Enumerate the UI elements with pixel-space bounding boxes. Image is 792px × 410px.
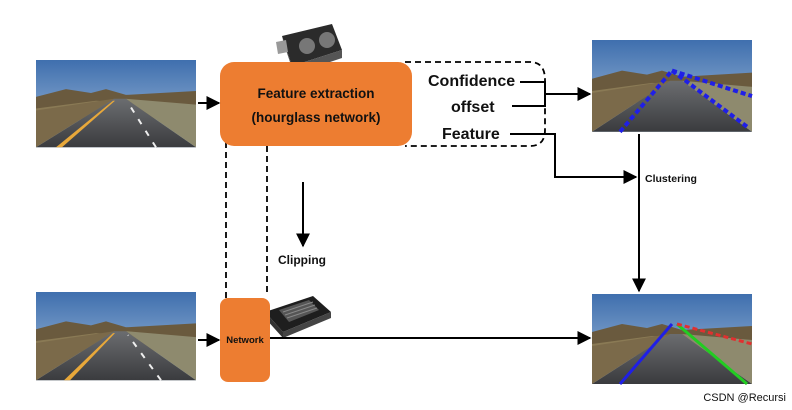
dashed-loop — [405, 61, 546, 147]
jetson-board-icon — [265, 296, 331, 338]
feature-label: Feature — [442, 126, 500, 143]
offset-label: offset — [451, 99, 495, 116]
bracket-confidence-offset — [512, 81, 546, 107]
input-road-image-bottom — [36, 292, 196, 381]
input-road-image-top — [36, 60, 196, 148]
network-label: Network — [226, 335, 264, 346]
watermark: CSDN @Recursi — [703, 392, 786, 404]
output-road-image-bottom — [592, 294, 753, 386]
arrow-feature-to-clustering — [510, 133, 638, 184]
clustering-label: Clustering — [645, 173, 697, 185]
feature-extraction-line2: (hourglass network) — [251, 110, 380, 125]
network-box — [220, 298, 270, 382]
clipping-label: Clipping — [278, 253, 326, 267]
confidence-label: Confidence — [428, 73, 515, 90]
output-road-image-top — [592, 40, 753, 134]
feature-extraction-line1: Feature extraction — [257, 86, 374, 101]
feature-extraction-box — [220, 62, 412, 146]
